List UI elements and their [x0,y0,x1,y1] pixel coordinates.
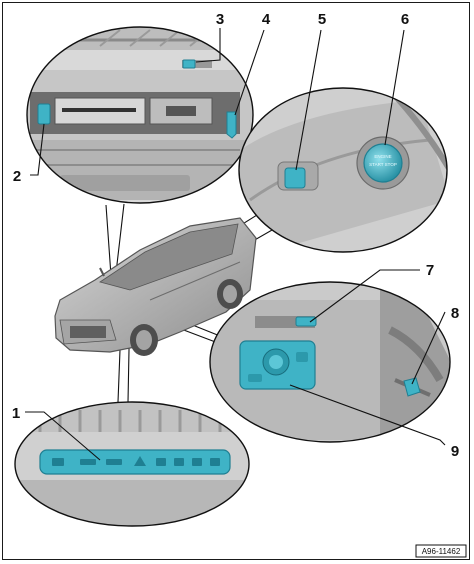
svg-text:ENGINE: ENGINE [374,154,391,159]
callout-7: 7 [426,262,434,279]
callout-1: 1 [12,405,20,422]
component-5 [284,167,306,189]
detail-console-buttons [14,401,250,527]
figure-frame [2,2,470,560]
detail-start-button: ENGINE START STOP [238,87,448,253]
callout-labels: 3 4 5 6 2 7 8 9 1 [12,11,459,460]
callout-2: 2 [13,168,21,185]
callout-leaders [25,28,446,461]
component-6 [363,143,403,183]
detail-glovebox [26,26,254,204]
component-2 [37,103,51,125]
figure-reference-text: A96-11462 [422,547,461,556]
callout-3: 3 [216,11,224,28]
callout-4: 4 [262,11,271,28]
component-4 [226,111,237,139]
component-7 [295,316,317,327]
callout-5: 5 [318,11,326,28]
svg-text:START STOP: START STOP [369,162,397,167]
component-3 [182,59,196,69]
component-1 [39,449,231,475]
component-8 [403,377,421,397]
figure-reference: A96-11462 [415,544,467,558]
car-illustration [54,217,257,356]
detail-light-switch [209,281,451,443]
callout-9: 9 [451,443,459,460]
callout-6: 6 [401,11,409,28]
callout-8: 8 [451,305,459,322]
